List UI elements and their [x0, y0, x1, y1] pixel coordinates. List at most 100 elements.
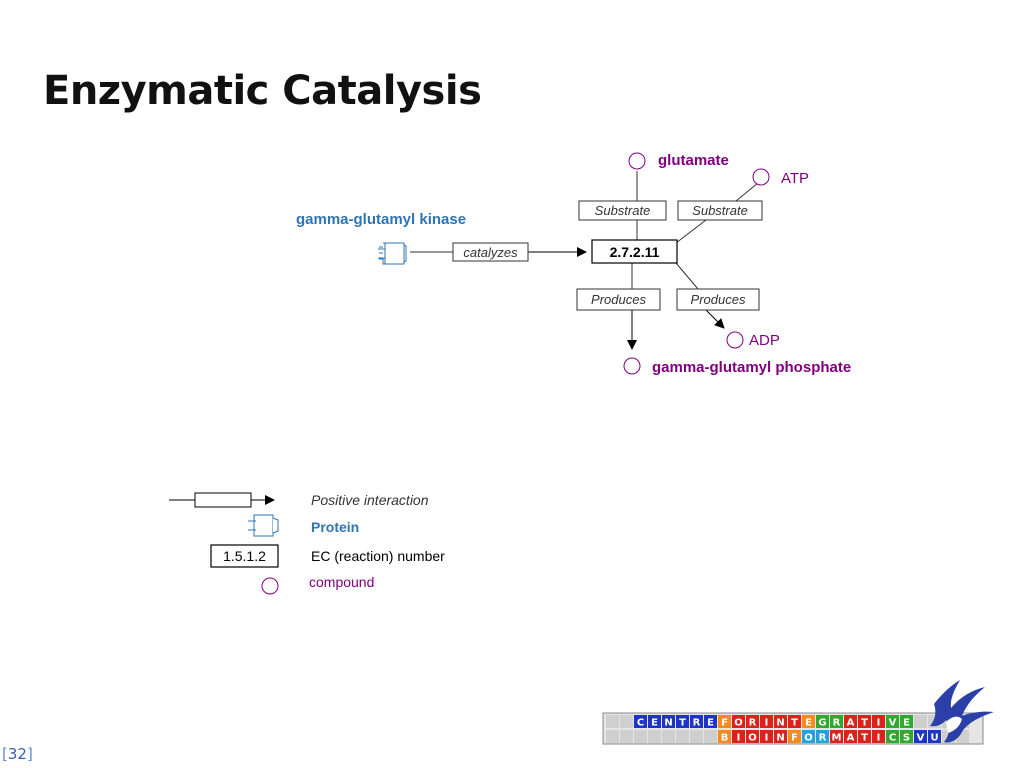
logo-letter: E: [651, 718, 658, 729]
logo-letter: R: [693, 718, 701, 729]
logo-letter-tile: [886, 730, 899, 743]
protein-icon: [378, 242, 407, 265]
logo-letter: T: [791, 718, 798, 729]
logo-letter: F: [721, 718, 728, 729]
logo-letter-tile: [830, 730, 843, 743]
logo-letter-tile: [802, 730, 815, 743]
logo-letter-tile: [844, 730, 857, 743]
logo-letter: I: [765, 733, 769, 744]
compound-circle-icon: [623, 357, 641, 375]
logo-letter: I: [765, 718, 769, 729]
logo-letter-tile: [788, 715, 801, 728]
logo-letter-tile: [774, 730, 787, 743]
logo-letter-tile: [844, 715, 857, 728]
legend-ec-example: 1.5.1.2: [223, 548, 266, 564]
logo-letter-tile: [662, 715, 675, 728]
logo-letter: O: [734, 718, 743, 729]
compound-circle-icon: [628, 152, 646, 170]
page-number-value: 32: [7, 745, 27, 763]
compound-atp[interactable]: ATP: [752, 168, 809, 187]
logo-letter: M: [832, 733, 842, 744]
logo-letter-tile: [774, 715, 787, 728]
logo-letter-tile: [858, 715, 871, 728]
substrate-to-ec-line-2: [675, 219, 707, 244]
compound-atp-label: ATP: [781, 170, 809, 187]
griffin-emblem-icon: [930, 680, 994, 743]
logo-letter: A: [847, 718, 855, 729]
produces-label-1: Produces: [591, 292, 646, 307]
logo-letter-tile: [802, 715, 815, 728]
logo-letter-tile: [746, 730, 759, 743]
logo-letter: U: [930, 733, 938, 744]
compound-circle-icon: [726, 331, 744, 349]
produces-box-1: Produces: [576, 288, 661, 311]
logo-letter-tile: [788, 730, 801, 743]
legend-interaction-box: [194, 492, 252, 508]
logo-letter: N: [776, 733, 784, 744]
logo-letter: T: [679, 718, 686, 729]
produces-label-2: Produces: [691, 292, 746, 307]
connector-lines: [410, 171, 759, 290]
produces-box-2: Produces: [676, 288, 760, 311]
slide-title: Enzymatic Catalysis: [43, 68, 482, 114]
substrate-box-2: Substrate: [677, 200, 763, 221]
compound-circle-icon: [752, 168, 770, 186]
logo-letter: N: [664, 718, 672, 729]
logo-letter: O: [748, 733, 757, 744]
logo-letter: I: [737, 733, 741, 744]
logo-letter: C: [889, 733, 896, 744]
logo-blank-tile: [606, 715, 619, 728]
logo-letter: N: [776, 718, 784, 729]
logo-letter-tile: [900, 730, 913, 743]
logo-letter-tile: [676, 715, 689, 728]
logo-letter-tile: [760, 715, 773, 728]
logo-blank-tile: [676, 730, 689, 743]
compound-adp-label: ADP: [749, 332, 780, 349]
logo-letter: T: [861, 733, 868, 744]
logo-letter-tile: [816, 730, 829, 743]
logo-letter-tile: [732, 730, 745, 743]
compound-glutamate-label: glutamate: [658, 152, 729, 169]
catalyzes-label: catalyzes: [463, 245, 518, 260]
logo-blank-tile: [606, 730, 619, 743]
legend-protein-icon: [248, 514, 279, 537]
logo-letter: R: [749, 718, 757, 729]
logo-letter: V: [889, 718, 897, 729]
logo-blank-tile: [620, 715, 633, 728]
compound-product-label: gamma-glutamyl phosphate: [652, 359, 851, 376]
logo-letter-tile: [858, 730, 871, 743]
logo-letter-tile: [648, 715, 661, 728]
compound-gamma-glutamyl-phosphate[interactable]: gamma-glutamyl phosphate: [623, 357, 851, 376]
logo-blank-tile: [690, 730, 703, 743]
logo-letter: A: [847, 733, 855, 744]
logo-letter-tile: [760, 730, 773, 743]
legend-ec-label: EC (reaction) number: [311, 548, 445, 564]
logo-letter-tile: [900, 715, 913, 728]
logo-letter-tile: [816, 715, 829, 728]
logo-letter-tile: [830, 715, 843, 728]
logo-letter: O: [804, 733, 813, 744]
logo-letter-tile: [690, 715, 703, 728]
catalyzes-box: catalyzes: [452, 242, 529, 262]
logo-letter: V: [917, 733, 925, 744]
logo-blank-tile: [648, 730, 661, 743]
compound-glutamate[interactable]: glutamate: [628, 152, 729, 170]
legend-compound-label: compound: [309, 574, 374, 590]
legend: Positive interaction Protein 1.5.1.2 EC …: [169, 492, 445, 595]
ec-to-produces-line-2: [675, 262, 699, 290]
logo-letter: E: [805, 718, 812, 729]
logo-blank-tile: [704, 730, 717, 743]
logo-letter: C: [637, 718, 644, 729]
atp-to-substrate-line: [735, 182, 759, 202]
legend-protein-label: Protein: [311, 519, 359, 535]
substrate-label-2: Substrate: [692, 203, 748, 218]
logo-letter-tile: [634, 715, 647, 728]
enzyme-gamma-glutamyl-kinase[interactable]: gamma-glutamyl kinase: [296, 211, 466, 265]
logo-letter: S: [903, 733, 910, 744]
logo-letter-tile: [746, 715, 759, 728]
ec-number-box[interactable]: 2.7.2.11: [591, 239, 678, 264]
substrate-label-1: Substrate: [595, 203, 651, 218]
compound-adp[interactable]: ADP: [726, 331, 780, 349]
